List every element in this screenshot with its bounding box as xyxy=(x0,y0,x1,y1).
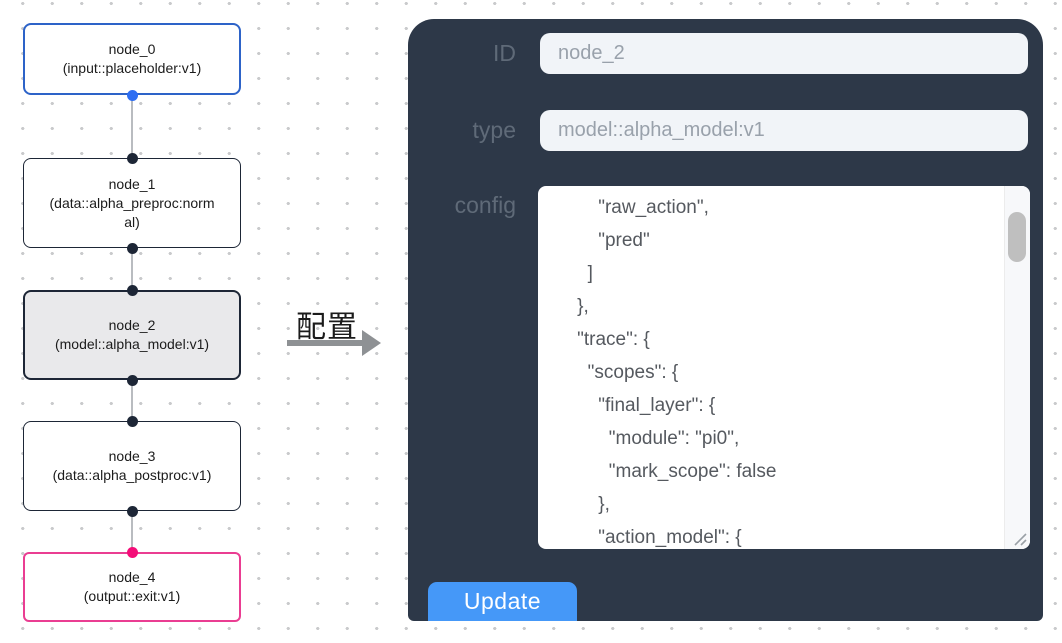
port-node3-in[interactable] xyxy=(126,415,138,427)
node-id-label: node_4 xyxy=(108,569,156,585)
update-button[interactable]: Update xyxy=(428,582,577,621)
node-type-label: (model::alpha_model:v1) xyxy=(54,336,210,352)
port-node1-in[interactable] xyxy=(126,152,138,164)
edge-node3-node4 xyxy=(131,511,133,552)
flow-node-node_2-selected[interactable]: node_2 (model::alpha_model:v1) xyxy=(23,290,241,380)
node-id-label: node_3 xyxy=(108,448,156,464)
config-scrollbar-track[interactable] xyxy=(1004,186,1030,549)
node-type-label: (input::placeholder:v1) xyxy=(62,60,202,76)
type-input[interactable] xyxy=(540,110,1028,151)
flow-node-node_3[interactable]: node_3 (data::alpha_postproc:v1) xyxy=(23,421,241,511)
edge-node1-node2 xyxy=(131,248,133,290)
edge-node0-node1 xyxy=(131,95,133,158)
edge-node2-node3 xyxy=(131,380,133,421)
config-scrollbar-thumb[interactable] xyxy=(1008,212,1026,262)
port-node2-out[interactable] xyxy=(126,374,138,386)
id-input[interactable] xyxy=(540,33,1028,74)
node-id-label: node_0 xyxy=(108,41,156,57)
node-type-label: (output::exit:v1) xyxy=(83,588,181,604)
configure-arrow xyxy=(287,340,363,346)
id-field-label: ID xyxy=(493,40,516,66)
node-id-label: node_2 xyxy=(108,317,156,333)
port-node2-in[interactable] xyxy=(126,284,138,296)
port-node4-in[interactable] xyxy=(126,546,138,558)
configure-label: 配置 xyxy=(296,311,358,344)
flow-node-node_0[interactable]: node_0 (input::placeholder:v1) xyxy=(23,23,241,95)
config-panel: ID type config "raw_action", "pred" ] },… xyxy=(408,19,1043,621)
configure-arrow-head xyxy=(362,330,381,356)
flow-node-node_1[interactable]: node_1 (data::alpha_preproc:normal) xyxy=(23,158,241,248)
config-field-label: config xyxy=(454,192,516,218)
port-node3-out[interactable] xyxy=(126,505,138,517)
flow-node-node_4[interactable]: node_4 (output::exit:v1) xyxy=(23,552,241,622)
node-type-label: (data::alpha_preproc:normal) xyxy=(49,194,215,230)
port-node1-out[interactable] xyxy=(126,242,138,254)
node-type-label: (data::alpha_postproc:v1) xyxy=(52,467,212,483)
type-field-label: type xyxy=(472,117,516,143)
port-node0-out[interactable] xyxy=(126,89,138,101)
config-json-text: "raw_action", "pred" ] }, "trace": { "sc… xyxy=(577,197,777,548)
config-textarea[interactable]: "raw_action", "pred" ] }, "trace": { "sc… xyxy=(538,186,1030,549)
textarea-resize-handle[interactable] xyxy=(1011,530,1027,546)
node-id-label: node_1 xyxy=(108,175,156,192)
